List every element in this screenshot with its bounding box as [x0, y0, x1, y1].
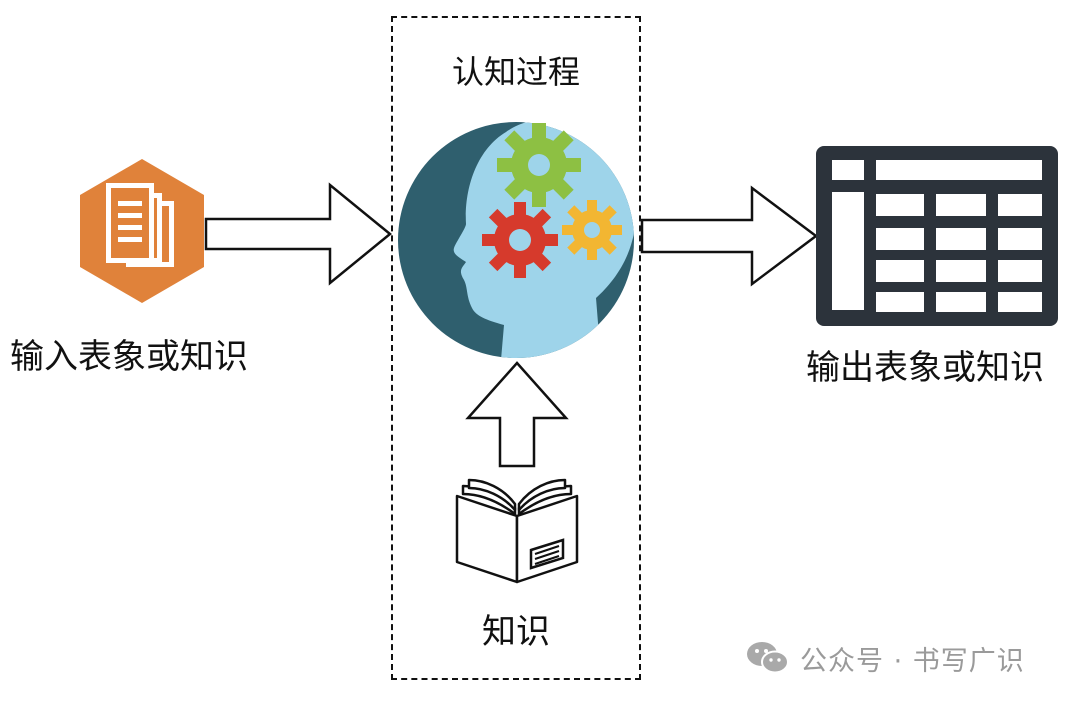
arrow-up-icon — [462, 360, 572, 470]
process-container — [391, 16, 641, 680]
document-hexagon-icon — [78, 157, 206, 305]
input-label: 输入表象或知识 — [10, 337, 248, 377]
knowledge-label: 知识 — [482, 612, 550, 652]
wechat-icon — [746, 640, 790, 676]
watermark: 公众号 · 书写广识 — [746, 636, 1025, 680]
head-gears-icon — [396, 120, 636, 360]
open-book-icon — [453, 474, 581, 586]
arrow-right-icon — [640, 184, 820, 288]
arrow-right-icon — [204, 181, 394, 287]
watermark-text: 公众号 · 书写广识 — [800, 645, 1025, 677]
output-label: 输出表象或知识 — [806, 348, 1044, 388]
table-grid-icon — [814, 144, 1060, 328]
process-title: 认知过程 — [451, 53, 580, 91]
